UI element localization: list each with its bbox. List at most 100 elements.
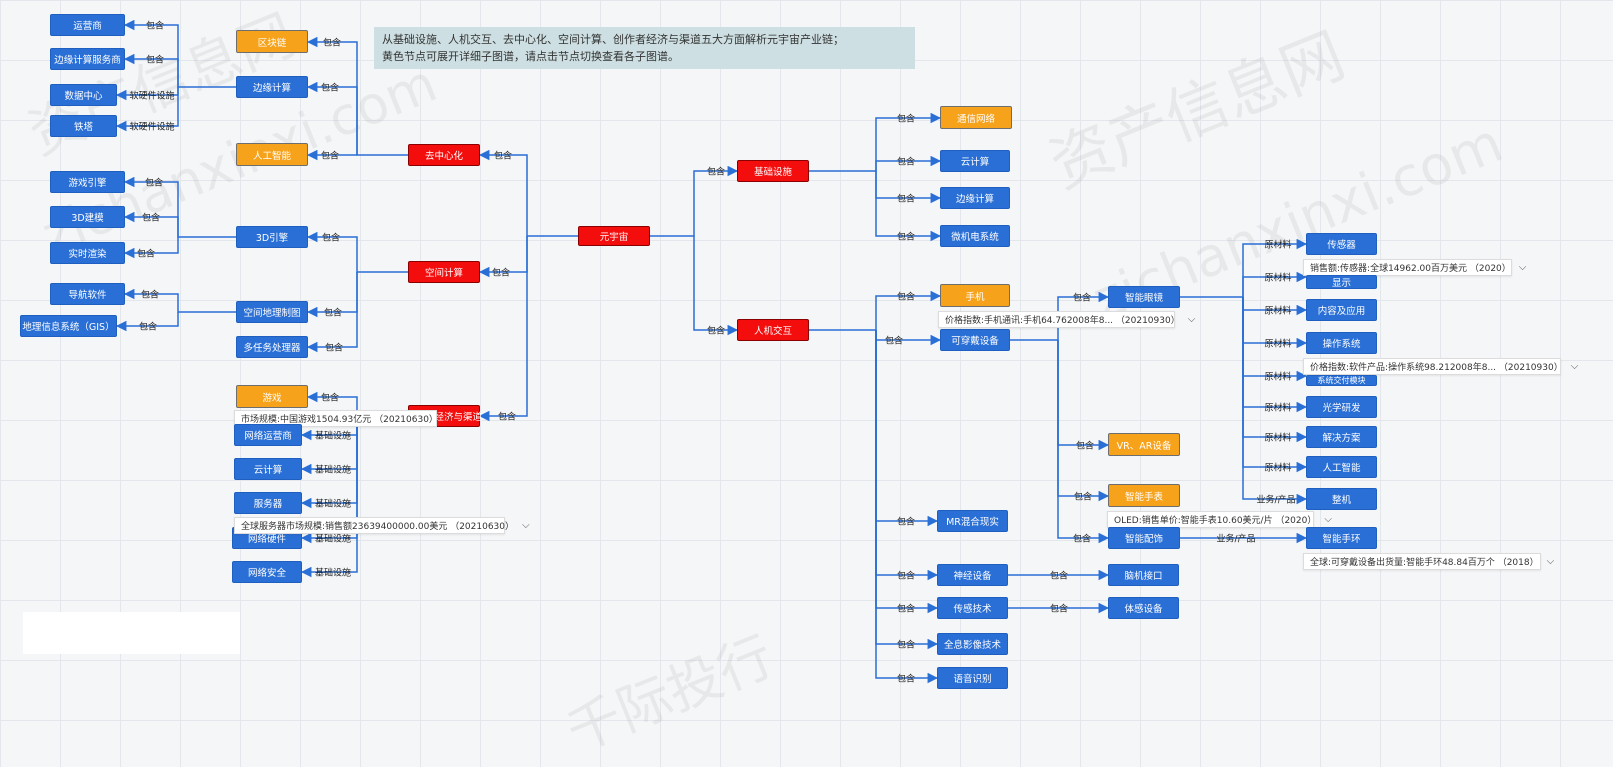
info-smart-watch[interactable]: OLED:销售单价:智能手表10.60美元/片 （2020）⌵ bbox=[1107, 511, 1332, 528]
node-game[interactable]: 游戏 bbox=[236, 385, 308, 408]
info-sensor[interactable]: 销售额:传感器:全球14962.00百万美元 （2020）⌵ bbox=[1303, 259, 1526, 276]
edge-label-raw: 原材料 bbox=[1264, 372, 1292, 383]
edge-label-contains: 包含 bbox=[1072, 534, 1092, 545]
node-decentralization[interactable]: 去中心化 bbox=[408, 144, 480, 166]
node-mems[interactable]: 微机电系统 bbox=[940, 225, 1010, 247]
node-ai-left[interactable]: 人工智能 bbox=[236, 143, 308, 166]
node-neural-device[interactable]: 神经设备 bbox=[937, 564, 1008, 586]
edge-label-contains: 包含 bbox=[1075, 441, 1095, 452]
node-3d-modeling[interactable]: 3D建模 bbox=[50, 206, 125, 228]
node-vr-ar[interactable]: VR、AR设备 bbox=[1108, 433, 1180, 456]
node-game-engine[interactable]: 游戏引擎 bbox=[50, 171, 125, 193]
edge bbox=[478, 236, 528, 422]
edge-label-raw: 原材料 bbox=[1264, 433, 1292, 444]
node-smart-band[interactable]: 智能手环 bbox=[1306, 527, 1377, 549]
node-wearable[interactable]: 可穿戴设备 bbox=[940, 329, 1010, 351]
node-cloud-computing-right[interactable]: 云计算 bbox=[940, 150, 1010, 172]
chevron-down-icon[interactable]: ⌵ bbox=[1187, 314, 1196, 325]
edge bbox=[478, 149, 578, 237]
node-comm-network[interactable]: 通信网络 bbox=[940, 106, 1012, 129]
node-smart-glasses[interactable]: 智能眼镜 bbox=[1108, 286, 1180, 308]
node-edge-service-provider[interactable]: 边缘计算服务商 bbox=[50, 48, 125, 70]
edge bbox=[123, 237, 179, 259]
node-smart-accessory[interactable]: 智能配饰 bbox=[1108, 527, 1180, 549]
node-navigation-software[interactable]: 导航软件 bbox=[50, 283, 125, 305]
node-spatial-mapping[interactable]: 空间地理制图 bbox=[236, 301, 308, 323]
node-tower[interactable]: 铁塔 bbox=[50, 115, 117, 137]
node-blockchain[interactable]: 区块链 bbox=[236, 30, 308, 53]
info-operating-system[interactable]: 价格指数:软件产品:操作系统98.212008年8... （20210930） ⌵ bbox=[1303, 358, 1578, 375]
edge bbox=[306, 81, 358, 155]
node-system-module[interactable]: 系统交付模块 bbox=[1306, 375, 1377, 386]
info-phone[interactable]: 价格指数:手机通讯:手机64.762008年8... （20210930）⌵ bbox=[938, 311, 1195, 328]
node-multitask-processor[interactable]: 多任务处理器 bbox=[236, 336, 308, 358]
edge bbox=[650, 165, 739, 237]
edge-label-infra: 基础设施 bbox=[314, 499, 352, 510]
node-data-center[interactable]: 数据中心 bbox=[50, 84, 117, 106]
node-realtime-render[interactable]: 实时渲染 bbox=[50, 242, 125, 264]
node-speech-recognition[interactable]: 语音识别 bbox=[937, 667, 1008, 689]
node-optics-rd[interactable]: 光学研发 bbox=[1306, 396, 1377, 418]
diagram-edges bbox=[115, 19, 1308, 684]
node-phone[interactable]: 手机 bbox=[940, 284, 1010, 307]
node-infrastructure[interactable]: 基础设施 bbox=[737, 160, 809, 182]
node-metaverse[interactable]: 元宇宙 bbox=[578, 226, 650, 246]
edge bbox=[809, 112, 942, 172]
edge bbox=[875, 330, 939, 650]
info-smart-band[interactable]: 全球:可穿戴设备出货量:智能手环48.84百万个 （2018） ⌵ bbox=[1303, 553, 1554, 570]
node-cloud-computing-left[interactable]: 云计算 bbox=[234, 458, 302, 480]
node-ai-right[interactable]: 人工智能 bbox=[1306, 456, 1377, 478]
node-spatial-computing[interactable]: 空间计算 bbox=[408, 261, 480, 283]
node-network-operator[interactable]: 网络运营商 bbox=[234, 424, 302, 446]
edge bbox=[1242, 271, 1308, 297]
edge-label-contains: 包含 bbox=[1049, 571, 1069, 582]
edge-label-infra: 基础设施 bbox=[314, 568, 352, 579]
node-mr[interactable]: MR混合现实 bbox=[937, 510, 1008, 532]
node-solutions[interactable]: 解决方案 bbox=[1306, 426, 1377, 448]
edge bbox=[115, 312, 179, 332]
edge-label-contains: 包含 bbox=[144, 178, 164, 189]
chevron-down-icon[interactable]: ⌵ bbox=[1518, 262, 1527, 273]
chevron-down-icon[interactable]: ⌵ bbox=[1546, 556, 1555, 567]
edge-label-contains: 包含 bbox=[141, 213, 161, 224]
node-holographic[interactable]: 全息影像技术 bbox=[937, 633, 1008, 655]
chevron-down-icon[interactable]: ⌵ bbox=[1570, 361, 1579, 372]
info-game[interactable]: 市场规模:中国游戏1504.93亿元 （20210630）⌵ bbox=[234, 410, 454, 427]
info-smart-band-text: 全球:可穿戴设备出货量:智能手环48.84百万个 （2018） bbox=[1310, 558, 1539, 568]
edge bbox=[875, 155, 942, 171]
edge-label-contains: 包含 bbox=[884, 336, 904, 347]
node-content-apps[interactable]: 内容及应用 bbox=[1306, 299, 1377, 321]
chevron-down-icon[interactable]: ⌵ bbox=[445, 413, 454, 424]
node-sensor[interactable]: 传感器 bbox=[1306, 233, 1377, 255]
edge bbox=[875, 330, 939, 581]
info-server[interactable]: 全球服务器市场规模:销售额23639400000.00美元 （20210630）… bbox=[234, 517, 530, 534]
node-server[interactable]: 服务器 bbox=[234, 492, 302, 514]
node-edge-computing-right[interactable]: 边缘计算 bbox=[940, 187, 1010, 209]
chevron-down-icon[interactable]: ⌵ bbox=[1324, 514, 1332, 525]
edge-label-infra: 基础设施 bbox=[314, 431, 352, 442]
node-operating-system[interactable]: 操作系统 bbox=[1306, 332, 1377, 354]
chevron-down-icon[interactable]: ⌵ bbox=[522, 520, 530, 531]
info-operating-system-text: 价格指数:软件产品:操作系统98.212008年8... （20210930） bbox=[1310, 363, 1563, 373]
info-server-text: 全球服务器市场规模:销售额23639400000.00美元 （20210630） bbox=[241, 522, 515, 532]
node-complete-device[interactable]: 整机 bbox=[1306, 488, 1377, 510]
node-edge-computing-left[interactable]: 边缘计算 bbox=[236, 76, 308, 98]
node-gis[interactable]: 地理信息系统（GIS） bbox=[20, 315, 117, 337]
edge-label-contains: 包含 bbox=[140, 290, 160, 301]
node-motion-sensing[interactable]: 体感设备 bbox=[1108, 597, 1179, 619]
edge bbox=[115, 87, 179, 132]
edge bbox=[306, 272, 358, 353]
node-smart-watch[interactable]: 智能手表 bbox=[1108, 484, 1180, 507]
node-bci[interactable]: 脑机接口 bbox=[1108, 564, 1179, 586]
node-3d-engine[interactable]: 3D引擎 bbox=[236, 226, 308, 248]
node-hci[interactable]: 人机交互 bbox=[737, 319, 809, 341]
node-network-security[interactable]: 网络安全 bbox=[232, 561, 302, 583]
node-operator[interactable]: 运营商 bbox=[50, 14, 125, 36]
edge bbox=[1242, 297, 1308, 505]
edge bbox=[306, 231, 408, 273]
edge bbox=[123, 288, 236, 313]
edge bbox=[1057, 340, 1110, 544]
edge bbox=[1057, 340, 1110, 451]
node-sensing-tech[interactable]: 传感技术 bbox=[937, 597, 1008, 619]
node-display[interactable]: 显示 bbox=[1306, 275, 1377, 289]
